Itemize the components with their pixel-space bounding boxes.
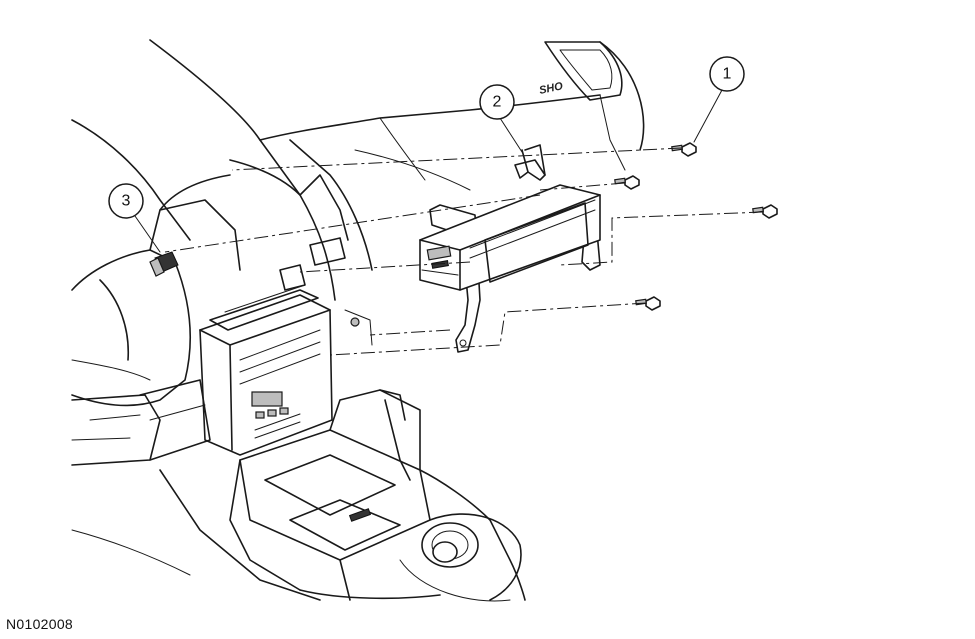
screw-upper-middle <box>614 175 640 190</box>
figure-id-label: N0102008 <box>6 616 74 632</box>
instrument-panel-outline <box>71 39 645 301</box>
item-2-display-module <box>419 144 601 353</box>
callout-2-number: 2 <box>493 94 502 111</box>
screw-top <box>671 142 697 157</box>
part-marking-text: SHO <box>538 80 564 97</box>
item-3-clip <box>149 251 179 277</box>
callout-1: 1 <box>709 56 745 92</box>
callout-leaders <box>134 89 723 253</box>
screw-lower <box>635 296 661 311</box>
center-console <box>71 389 526 602</box>
dash-trim-slots <box>279 237 373 346</box>
callout-3: 3 <box>108 183 144 219</box>
item-1-screws <box>614 142 778 311</box>
screw-right <box>752 204 778 219</box>
callout-3-number: 3 <box>122 193 131 210</box>
steering-column-shroud <box>71 174 241 466</box>
alignment-leaders <box>164 147 764 356</box>
callout-2: 2 <box>479 84 515 120</box>
center-stack <box>139 284 333 461</box>
callout-1-number: 1 <box>723 66 732 83</box>
